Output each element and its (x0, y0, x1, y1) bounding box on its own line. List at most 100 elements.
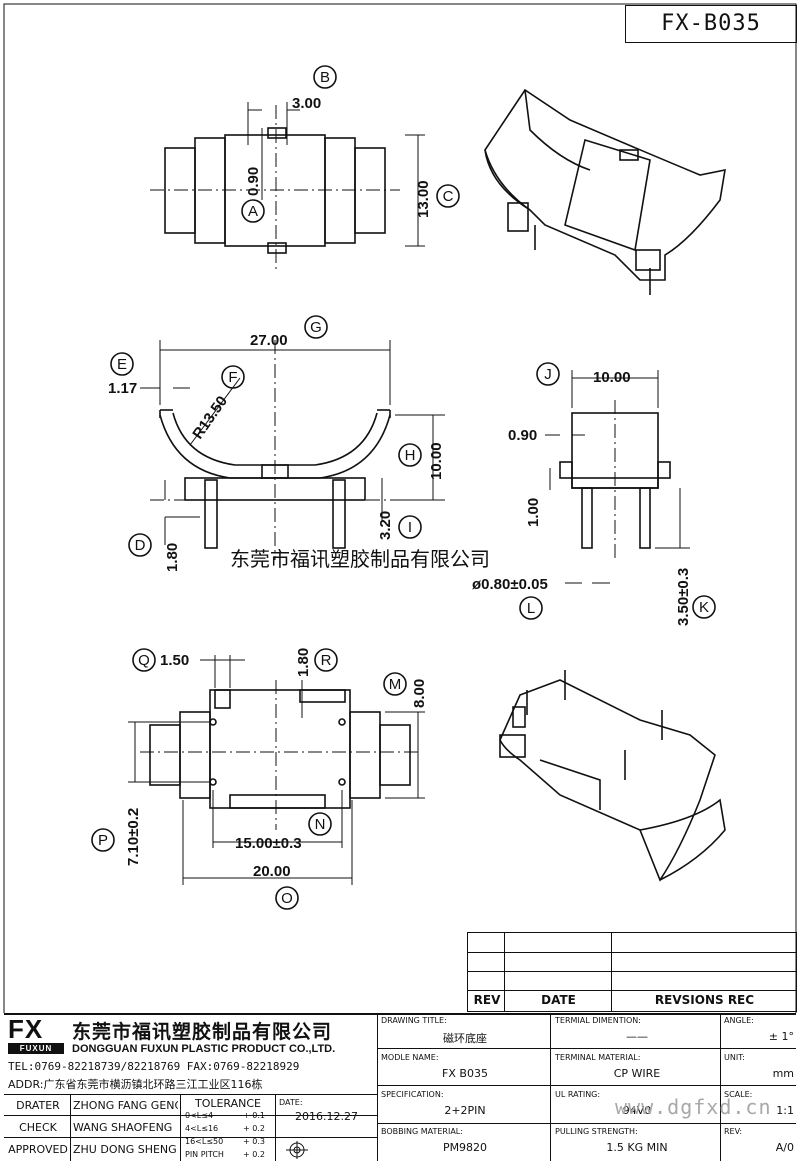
callout-I: I (408, 519, 412, 536)
watermark-company: 东莞市福讯塑胶制品有限公司 (230, 548, 490, 571)
dim-bottom-1-80: 1.80 (295, 648, 312, 677)
rev-value: A/0 (775, 1141, 794, 1154)
dim-front-10-00: 10.00 (428, 442, 445, 480)
callout-H: H (405, 447, 416, 464)
dim-side-pin-dia: ø0.80±0.05 (472, 576, 548, 593)
angle-value: ± 1° (768, 1030, 794, 1043)
dim-front-r13-50: R13.50 (189, 393, 231, 442)
signoff-name-approved: ZHU DONG SHENG (73, 1143, 177, 1156)
bobbing-material-label: BOBBING MATERIAL: (381, 1127, 463, 1136)
rev-label: REV: (724, 1127, 743, 1136)
top-view: 3.00 0.90 13.00 A B C (150, 65, 460, 270)
callout-M: M (389, 676, 402, 693)
dim-front-27-00: 27.00 (250, 332, 288, 349)
front-view: 27.00 1.17 R13.50 10.00 3.20 1.80 D (108, 315, 445, 572)
callout-E: E (117, 356, 127, 373)
date-header: DATE (541, 993, 576, 1007)
callout-D: D (135, 537, 146, 554)
company-logo: FX (8, 1014, 44, 1044)
revision-row (468, 933, 796, 953)
company-name-en: DONGGUAN FUXUN PLASTIC PRODUCT CO.,LTD. (72, 1043, 336, 1055)
ul-rating-value: 94V0 (622, 1104, 652, 1117)
tolerance-range: PIN PITCH (185, 1150, 224, 1159)
callout-K: K (699, 599, 709, 616)
date-value: 2016.12.27 (295, 1110, 358, 1123)
pulling-strength-value: 1.5 KG MIN (606, 1141, 668, 1154)
callout-B: B (320, 69, 330, 86)
company-logo-sub: FUXUN (8, 1043, 64, 1054)
tolerance-value: + 0.2 (243, 1124, 265, 1133)
isometric-view-bottom (499, 670, 726, 882)
revision-row (468, 952, 796, 972)
callout-A: A (248, 203, 258, 220)
dim-top-3-00: 3.00 (292, 95, 321, 112)
dim-front-1-80: 1.80 (164, 543, 181, 572)
callout-F: F (228, 369, 237, 386)
signoff-name-drafter: ZHONG FANG GENG (73, 1099, 178, 1112)
ul-rating-label: UL RATING: (555, 1090, 601, 1099)
signoff-role-drafter: DRATER (16, 1099, 60, 1112)
revisions-header: REVSIONS REC (654, 993, 755, 1007)
tolerance-title: TOLERANCE (194, 1097, 262, 1110)
projection-symbol (286, 1141, 308, 1159)
model-name-label: MODLE NAME: (381, 1053, 439, 1062)
dim-bottom-1-50: 1.50 (160, 652, 189, 669)
dim-side-3-50: 3.50±0.3 (675, 568, 692, 626)
callout-R: R (321, 652, 332, 669)
angle-label: ANGLE: (724, 1016, 754, 1025)
model-code-box: FX-B035 (625, 5, 797, 43)
side-view: 10.00 0.90 1.00 ø0.80±0.05 3.50±0.3 J K … (472, 362, 716, 626)
terminal-dimention-label: TERMIAL DIMENTION: (555, 1016, 641, 1025)
callout-L: L (527, 600, 535, 617)
dim-side-0-90: 0.90 (508, 427, 537, 444)
dim-front-3-20: 3.20 (377, 511, 394, 540)
model-name-value: FX B035 (442, 1067, 488, 1080)
dim-bottom-8-00: 8.00 (411, 679, 428, 708)
bottom-view: 1.50 1.80 8.00 7.10±0.2 15.00±0.3 20.00 (91, 648, 428, 910)
dim-top-13-00: 13.00 (415, 180, 432, 218)
dim-top-0-90: 0.90 (245, 167, 262, 196)
company-name-cn: 东莞市福讯塑胶制品有限公司 (72, 1021, 333, 1043)
callout-Q: Q (138, 652, 150, 669)
watermark-url: www.dgfxd.cn (615, 1095, 772, 1119)
terminal-dimention-value: —— (626, 1030, 648, 1043)
tolerance-range: 4<L≤16 (185, 1124, 219, 1133)
callout-N: N (315, 816, 326, 833)
tolerance-range: 0<L≤4 (185, 1111, 214, 1120)
signoff-name-check: WANG SHAOFENG (73, 1121, 173, 1134)
dim-front-1-17: 1.17 (108, 380, 137, 397)
isometric-view-top (484, 88, 726, 295)
terminal-material-label: TERMINAL MATERIAL: (555, 1053, 641, 1062)
terminal-material-value: CP WIRE (613, 1067, 661, 1080)
tolerance-range: 16<L≤50 (185, 1137, 224, 1146)
tolerance-value: + 0.2 (243, 1150, 265, 1159)
revision-row (468, 971, 796, 991)
scale-label: SCALE: (724, 1090, 753, 1099)
callout-J: J (544, 366, 552, 383)
callout-C: C (443, 188, 454, 205)
signoff-role-approved: APPROVED (8, 1143, 68, 1156)
tolerance-value: + 0.1 (243, 1111, 265, 1120)
tolerance-value: + 0.3 (243, 1137, 265, 1146)
dim-side-10-00: 10.00 (593, 369, 631, 386)
dim-bottom-15-00: 15.00±0.3 (235, 835, 302, 852)
dim-side-1-00: 1.00 (525, 498, 542, 527)
dim-bottom-7-10: 7.10±0.2 (125, 808, 142, 866)
bobbing-material-value: PM9820 (442, 1141, 488, 1154)
technical-drawing: 3.00 0.90 13.00 A B C (3, 3, 797, 1013)
dim-bottom-20-00: 20.00 (253, 863, 291, 880)
date-label: DATE: (279, 1098, 303, 1107)
callout-O: O (281, 890, 293, 907)
callout-P: P (98, 832, 108, 849)
unit-value: mm (772, 1067, 794, 1080)
company-tel-fax: TEL:0769-82218739/82218769 FAX:0769-8221… (8, 1060, 300, 1073)
revision-table: REV DATE REVSIONS REC (467, 932, 797, 1012)
scale-value: 1:1 (776, 1104, 794, 1117)
specification-value: 2+2PIN (444, 1104, 486, 1117)
unit-label: UNIT: (724, 1053, 745, 1062)
drawing-title-value: 磁环底座 (443, 1032, 487, 1045)
specification-label: SPECIFICATION: (381, 1090, 444, 1099)
title-block (0, 1013, 800, 1165)
signoff-role-check: CHECK (19, 1121, 57, 1134)
